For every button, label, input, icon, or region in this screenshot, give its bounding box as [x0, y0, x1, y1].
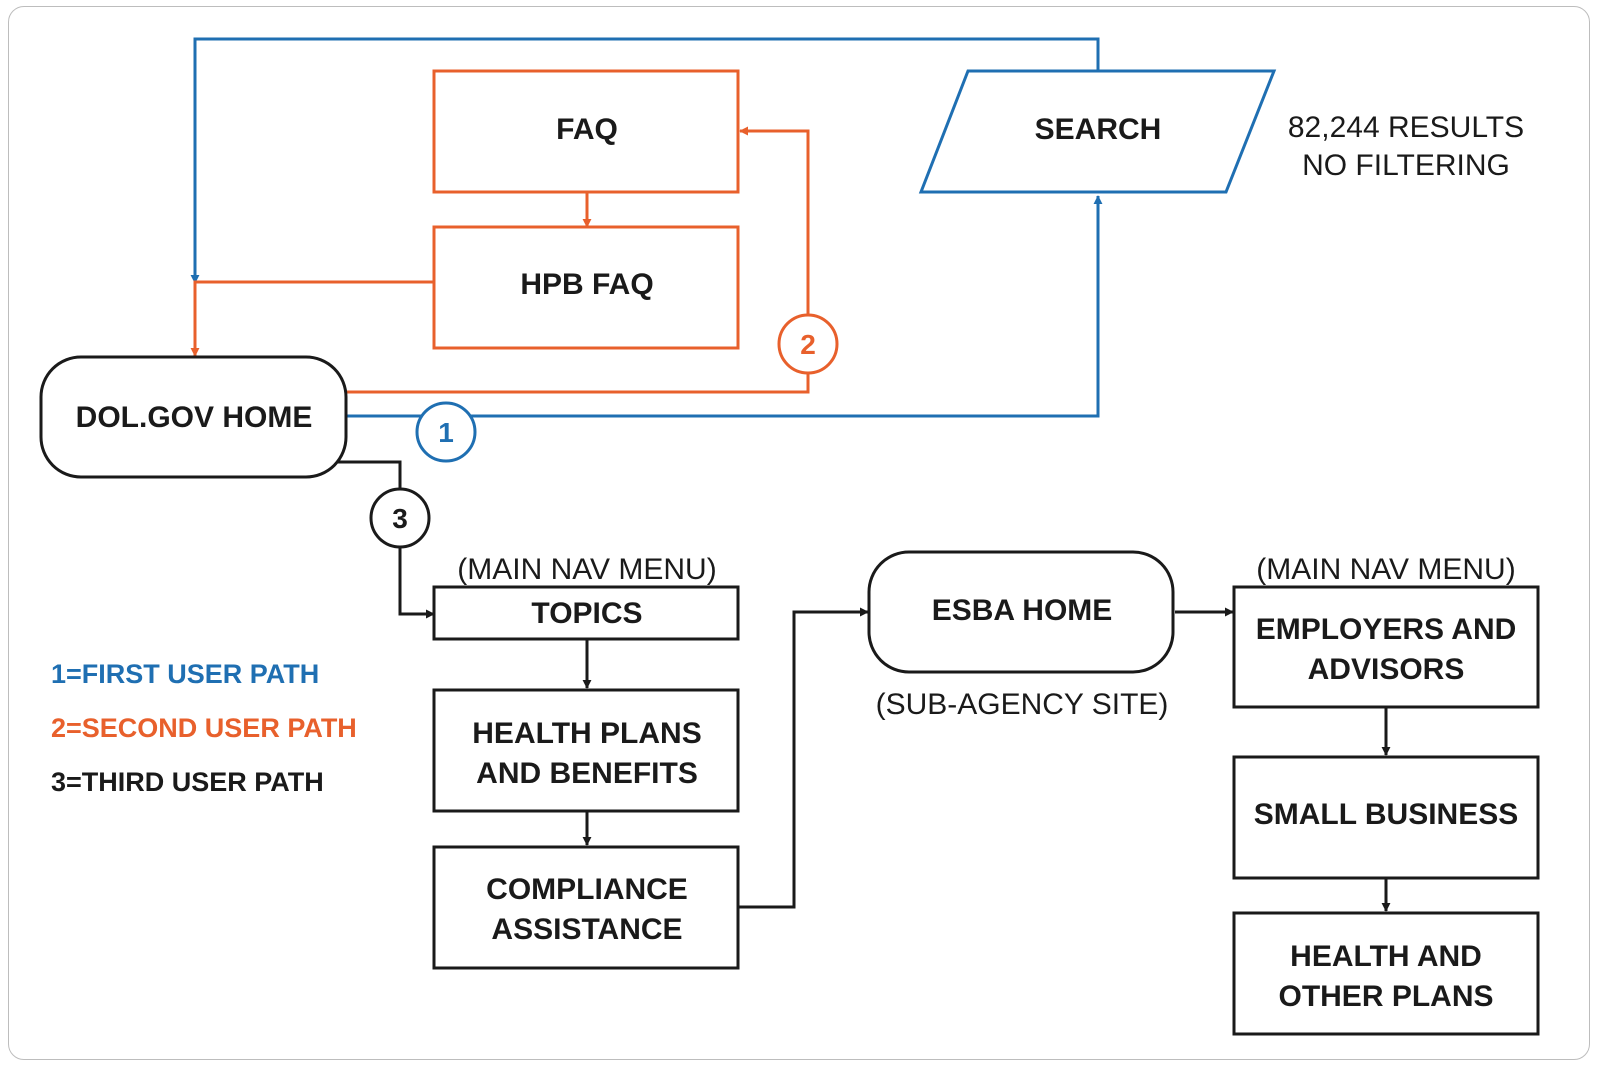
svg-text:AND BENEFITS: AND BENEFITS: [476, 757, 698, 790]
svg-text:3: 3: [392, 503, 408, 534]
health-other-plans-node: HEALTH AND OTHER PLANS: [1232, 911, 1540, 1036]
search-filtering-note: NO FILTERING: [1302, 149, 1510, 182]
svg-text:DOL.GOV HOME: DOL.GOV HOME: [76, 401, 313, 434]
main-nav-menu-right-label: (MAIN NAV MENU): [1256, 553, 1515, 586]
employers-advisors-node: EMPLOYERS AND ADVISORS: [1232, 585, 1540, 709]
legend-third-path: 3=THIRD USER PATH: [51, 767, 324, 797]
path-marker-1: 1: [415, 401, 477, 463]
search-node: SEARCH: [918, 69, 1277, 194]
path-marker-2: 2: [777, 313, 839, 375]
path-3-connectors: [335, 460, 1391, 912]
path-marker-3: 3: [369, 487, 431, 549]
hpb-faq-to-dol-connector: [190, 280, 434, 357]
svg-text:SEARCH: SEARCH: [1035, 113, 1162, 146]
dol-to-search-connector: [340, 195, 1103, 418]
main-nav-menu-left-label: (MAIN NAV MENU): [457, 553, 716, 586]
esba-home-node: ESBA HOME: [867, 550, 1175, 674]
dol-to-faq-connector: [340, 126, 810, 394]
search-results-count: 82,244 RESULTS: [1288, 111, 1524, 144]
hpb-faq-node: HPB FAQ: [432, 225, 740, 350]
svg-text:1: 1: [438, 417, 454, 448]
legend-first-path: 1=FIRST USER PATH: [51, 659, 319, 689]
svg-text:HPB FAQ: HPB FAQ: [520, 268, 653, 301]
faq-node: FAQ: [432, 69, 740, 194]
svg-text:COMPLIANCE: COMPLIANCE: [486, 873, 688, 906]
svg-text:ASSISTANCE: ASSISTANCE: [491, 913, 682, 946]
diagram-frame: [8, 6, 1590, 1060]
svg-text:HEALTH AND: HEALTH AND: [1290, 940, 1482, 973]
dol-home-node: DOL.GOV HOME: [39, 355, 348, 479]
svg-text:HEALTH PLANS: HEALTH PLANS: [472, 717, 701, 750]
compliance-node: COMPLIANCE ASSISTANCE: [432, 845, 740, 970]
legend-second-path: 2=SECOND USER PATH: [51, 713, 357, 743]
search-to-dol-return-connector: [190, 37, 1100, 284]
svg-text:ESBA HOME: ESBA HOME: [932, 594, 1113, 627]
svg-text:FAQ: FAQ: [556, 113, 618, 146]
svg-text:TOPICS: TOPICS: [531, 597, 642, 630]
legend: 1=FIRST USER PATH 2=SECOND USER PATH 3=T…: [51, 659, 357, 797]
sub-agency-label: (SUB-AGENCY SITE): [876, 688, 1169, 721]
svg-text:EMPLOYERS AND: EMPLOYERS AND: [1256, 613, 1517, 646]
path-2-connectors: [190, 126, 810, 394]
small-business-node: SMALL BUSINESS: [1232, 755, 1540, 880]
topics-node: TOPICS: [432, 585, 740, 641]
svg-text:OTHER PLANS: OTHER PLANS: [1278, 980, 1493, 1013]
health-plans-node: HEALTH PLANS AND BENEFITS: [432, 688, 740, 813]
svg-text:SMALL BUSINESS: SMALL BUSINESS: [1254, 798, 1518, 831]
search-results-note: 82,244 RESULTS NO FILTERING: [1288, 111, 1524, 182]
compliance-to-esba-connector: [739, 607, 869, 909]
svg-text:2: 2: [800, 329, 816, 360]
path-1-connectors: [190, 37, 1103, 418]
svg-text:ADVISORS: ADVISORS: [1308, 653, 1465, 686]
